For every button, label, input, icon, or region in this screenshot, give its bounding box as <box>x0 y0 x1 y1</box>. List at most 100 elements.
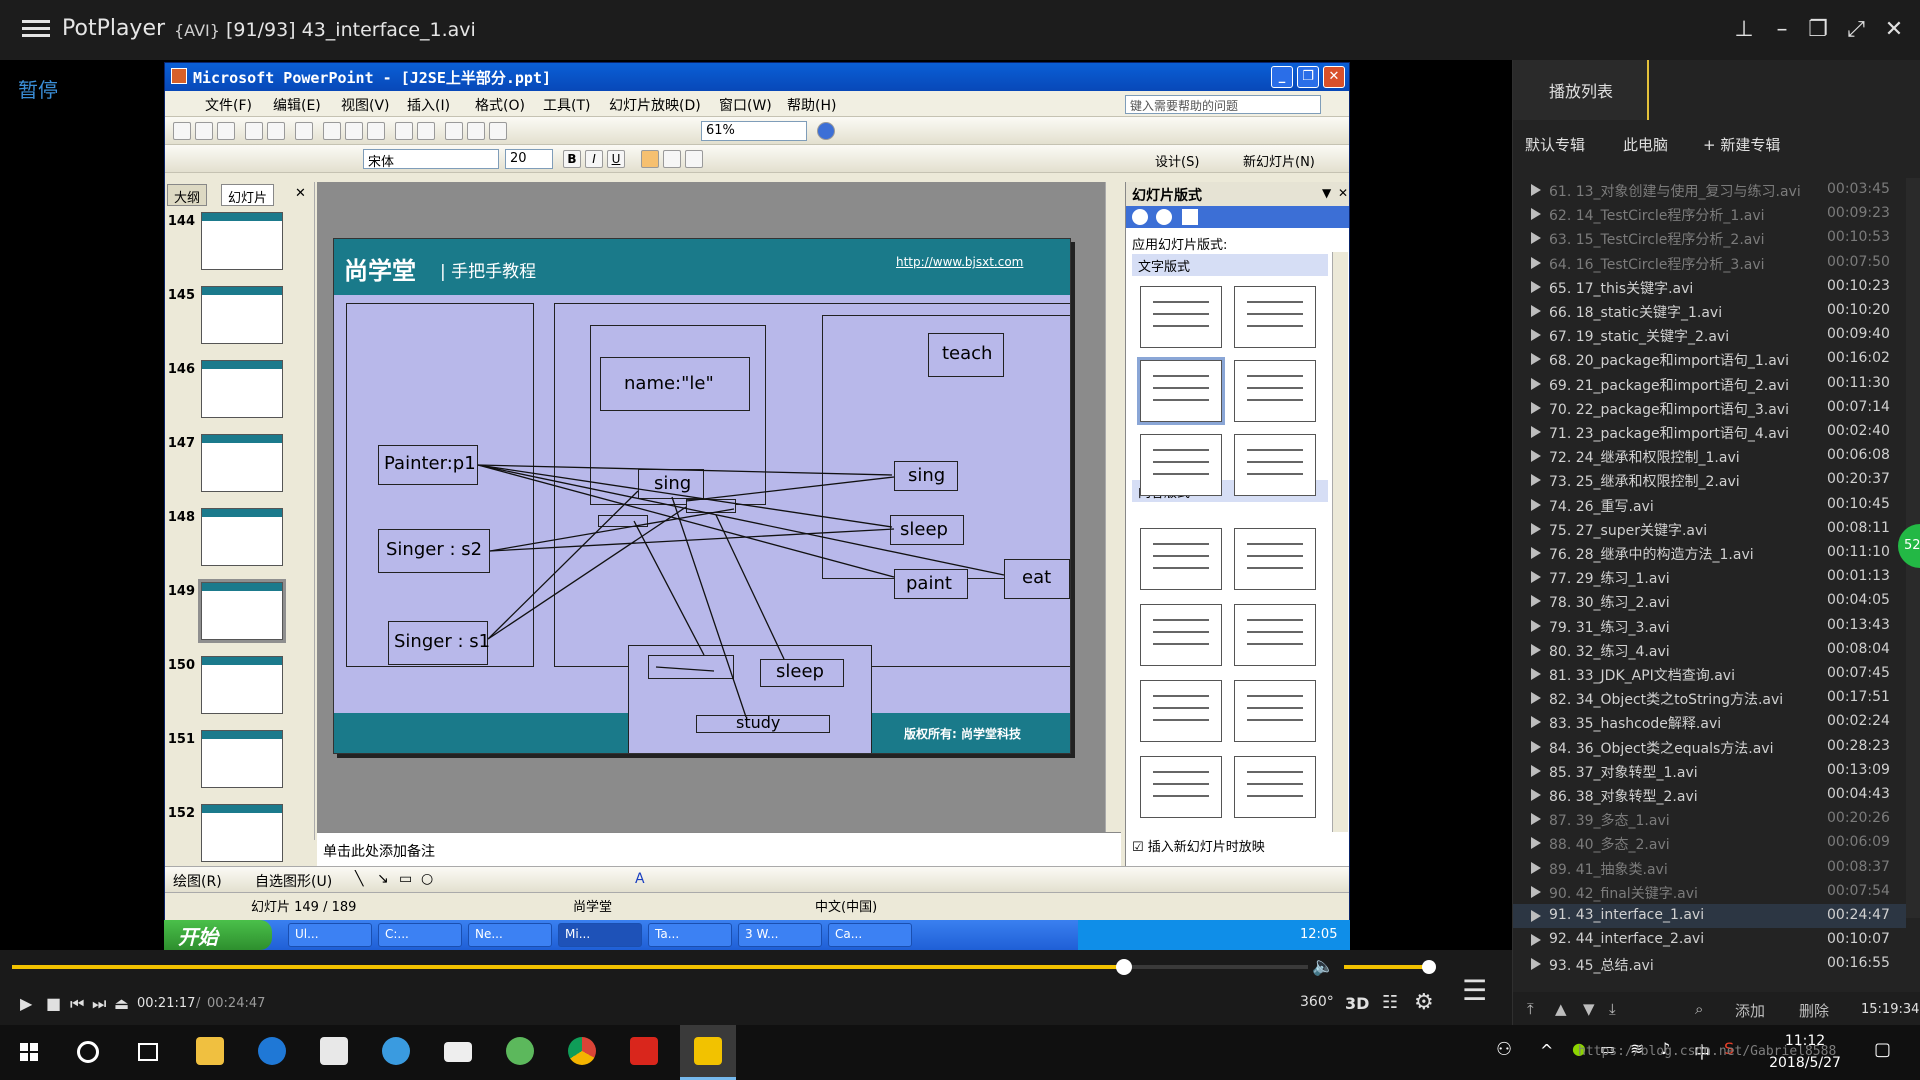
slide-thumbnail[interactable] <box>201 434 283 492</box>
underline-button[interactable]: U <box>607 150 625 168</box>
playlist-toggle-icon[interactable]: ☰ <box>1462 974 1488 1007</box>
fullscreen-icon[interactable]: ⤢ <box>1847 17 1865 42</box>
xp-task-button[interactable]: Ca... <box>828 923 912 947</box>
eject-icon[interactable]: ⏏ <box>114 994 130 1013</box>
delete-button[interactable]: 删除 <box>1799 1002 1830 1020</box>
360-button[interactable]: 360° <box>1300 994 1334 1010</box>
layout-thumbnail[interactable] <box>1234 680 1316 742</box>
layout-thumbnail[interactable] <box>1234 434 1316 496</box>
xp-task-button[interactable]: Ne... <box>468 923 552 947</box>
edit-scrollbar[interactable] <box>1105 182 1121 832</box>
task-pane-scrollbar[interactable] <box>1332 252 1348 832</box>
grid-icon[interactable] <box>489 122 507 140</box>
battery-icon[interactable]: ▭ <box>1600 1039 1616 1058</box>
autoshape-menu-button[interactable]: 自选图形(U) <box>255 874 333 890</box>
table-icon[interactable] <box>467 122 485 140</box>
stop-icon[interactable]: ■ <box>46 994 62 1013</box>
tab-outline[interactable]: 大纲 <box>167 184 208 206</box>
tab-default-album[interactable]: 默认专辑 <box>1525 136 1586 154</box>
menu-format[interactable]: 格式(O) <box>475 98 525 114</box>
line-tool-icon[interactable]: ╲ <box>355 871 364 887</box>
xp-task-button[interactable]: Mi... <box>558 923 642 947</box>
slide-thumbnail[interactable] <box>201 656 283 714</box>
network-app-icon[interactable] <box>492 1025 548 1080</box>
preview-icon[interactable] <box>267 122 285 140</box>
move-up-icon[interactable]: ▲ <box>1555 1000 1567 1018</box>
seek-knob[interactable] <box>1115 959 1132 975</box>
chrome-icon[interactable] <box>554 1025 610 1080</box>
menu-insert[interactable]: 插入(I) <box>407 98 451 114</box>
xp-task-button[interactable]: Ta... <box>648 923 732 947</box>
font-size-select[interactable]: 20 <box>505 149 553 169</box>
volume-knob[interactable] <box>1422 960 1436 974</box>
slide-thumbnail[interactable] <box>201 212 283 270</box>
panel-close-icon[interactable]: ✕ <box>295 186 306 201</box>
seek-bar[interactable] <box>12 959 1308 975</box>
file-explorer-icon[interactable] <box>182 1025 238 1080</box>
xp-task-button[interactable]: 3 W... <box>738 923 822 947</box>
slide-edit-area[interactable]: 尚学堂 | 手把手教程 http://www.bjsxt.com 版权所有: 尚… <box>317 182 1121 832</box>
menu-tools[interactable]: 工具(T) <box>543 98 591 114</box>
chapter-list-icon[interactable]: ☷ <box>1382 992 1399 1013</box>
menu-file[interactable]: 文件(F) <box>205 98 252 114</box>
back-icon[interactable] <box>1132 209 1148 225</box>
notes-input[interactable]: 单击此处添加备注 <box>317 832 1121 866</box>
restore-icon[interactable]: ❐ <box>1808 17 1828 42</box>
design-button[interactable]: 设计(S) <box>1155 155 1200 170</box>
move-down-icon[interactable]: ▼ <box>1583 1000 1595 1018</box>
store-icon[interactable] <box>306 1025 362 1080</box>
menu-slideshow[interactable]: 幻灯片放映(D) <box>609 98 701 114</box>
browser-icon[interactable] <box>368 1025 424 1080</box>
next-icon[interactable]: ⏭ <box>92 994 107 1013</box>
xp-task-button[interactable]: C:... <box>378 923 462 947</box>
task-pane-close-icon[interactable]: ✕ <box>1338 186 1349 200</box>
layout-thumbnail[interactable] <box>1234 756 1316 818</box>
cut-icon[interactable] <box>323 122 341 140</box>
xp-start-button[interactable]: 开始 <box>164 920 272 950</box>
mail-icon[interactable] <box>430 1025 486 1080</box>
previous-icon[interactable]: ⏮ <box>70 994 85 1013</box>
layout-thumbnail[interactable] <box>1140 756 1222 818</box>
menu-help[interactable]: 帮助(H) <box>787 98 837 114</box>
italic-button[interactable]: I <box>585 150 603 168</box>
help-icon[interactable] <box>817 122 835 140</box>
layout-thumbnail[interactable] <box>1140 680 1222 742</box>
redo-icon[interactable] <box>417 122 435 140</box>
chart-icon[interactable] <box>445 122 463 140</box>
zoom-select[interactable]: 61% <box>701 121 807 141</box>
slide-canvas[interactable]: 尚学堂 | 手把手教程 http://www.bjsxt.com 版权所有: 尚… <box>333 238 1071 754</box>
ppt-close-button[interactable]: ✕ <box>1323 66 1345 88</box>
task-view-icon[interactable] <box>120 1025 176 1080</box>
ppt-minimize-button[interactable]: _ <box>1271 66 1293 88</box>
layout-thumbnail[interactable] <box>1234 360 1316 422</box>
layout-thumbnail[interactable] <box>1234 604 1316 666</box>
cortana-icon[interactable] <box>60 1025 116 1080</box>
windows-start-icon[interactable] <box>0 1025 56 1080</box>
menu-view[interactable]: 视图(V) <box>341 98 390 114</box>
help-search-input[interactable]: 键入需要帮助的问题 <box>1125 95 1321 114</box>
slide-thumbnail[interactable] <box>201 508 283 566</box>
ellipse-tool-icon[interactable]: ○ <box>421 871 434 887</box>
xp-task-button[interactable]: Ul... <box>288 923 372 947</box>
slide-thumbnail[interactable] <box>201 286 283 344</box>
layout-thumbnail[interactable] <box>1234 286 1316 348</box>
new-icon[interactable] <box>173 122 191 140</box>
people-icon[interactable]: ⚇ <box>1496 1039 1513 1060</box>
layout-thumbnail[interactable] <box>1140 434 1222 496</box>
settings-gear-icon[interactable]: ⚙ <box>1414 990 1434 1015</box>
